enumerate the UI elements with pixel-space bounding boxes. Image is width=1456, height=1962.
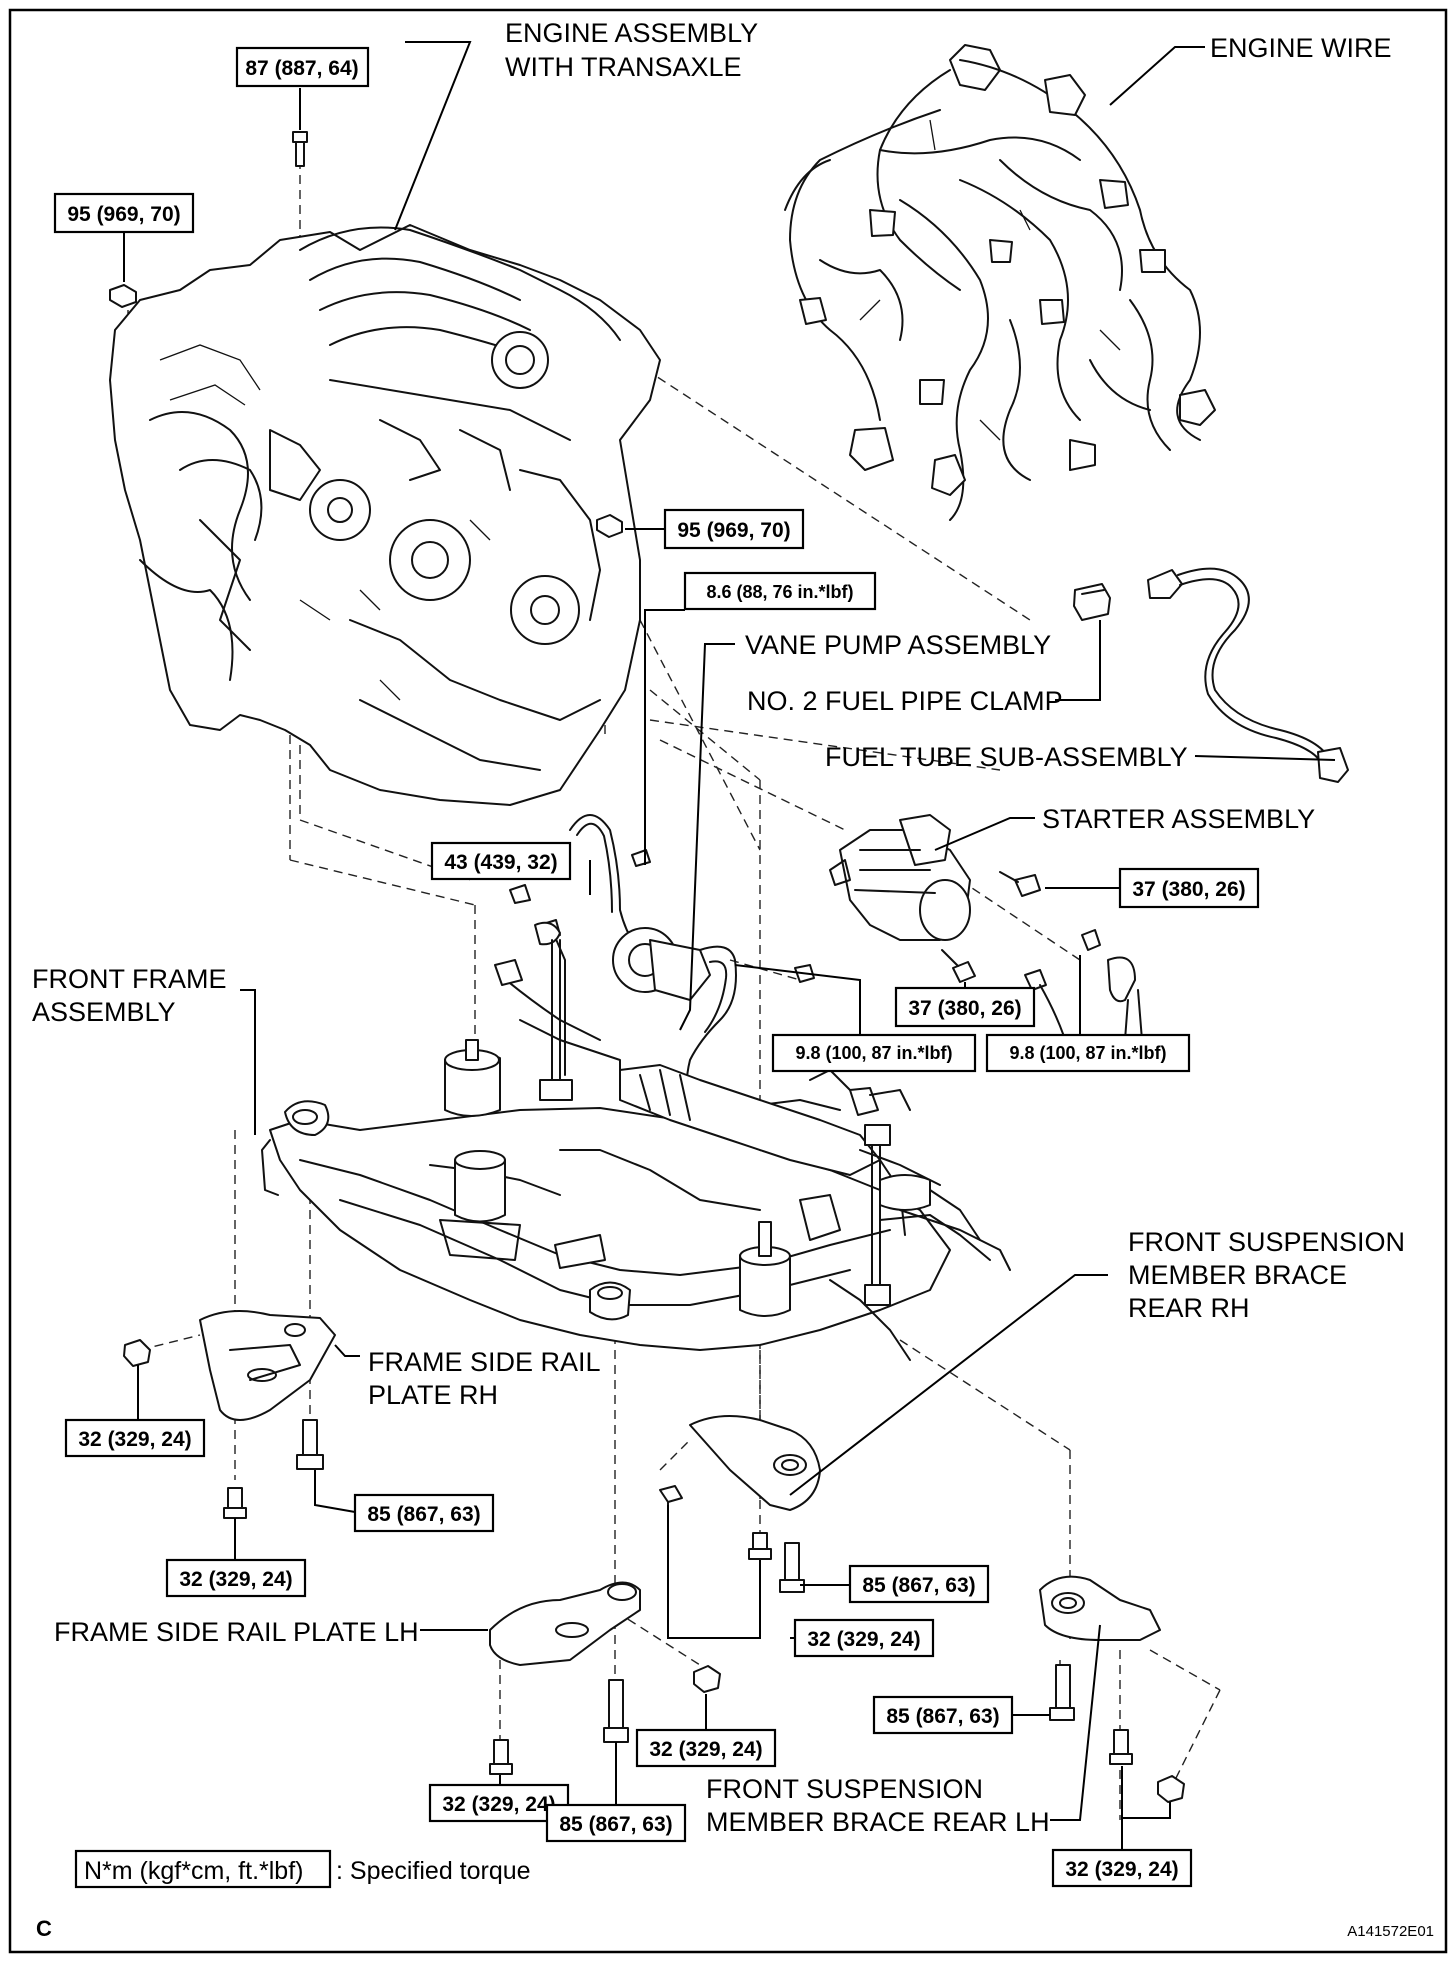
diagram-border bbox=[8, 8, 1448, 1954]
engine-mount-nut bbox=[109, 284, 137, 308]
svg-text:32 (329, 24): 32 (329, 24) bbox=[649, 1738, 762, 1761]
torque-box-brace-rh-small: 32 (329, 24) bbox=[793, 1618, 935, 1658]
vane-pump-drawing bbox=[569, 814, 737, 1131]
torque-box-vane-bolt: 8.6 (88, 76 in.*lbf) bbox=[683, 571, 877, 611]
svg-text:9.8 (100, 87 in.*lbf): 9.8 (100, 87 in.*lbf) bbox=[1009, 1043, 1166, 1063]
stabilizer-link-left bbox=[534, 921, 573, 1101]
engine-assembly-drawing bbox=[109, 224, 661, 806]
fuel-tube-drawing bbox=[1147, 567, 1349, 783]
steering-rack-drawing bbox=[519, 1019, 941, 1236]
svg-text:85 (867, 63): 85 (867, 63) bbox=[886, 1705, 999, 1728]
torque-box-transaxle-nut: 95 (969, 70) bbox=[663, 508, 805, 550]
engine-mount-left bbox=[444, 1039, 501, 1117]
label-vane-pump: VANE PUMP ASSEMBLY bbox=[745, 630, 1051, 660]
tie-rod-left bbox=[494, 959, 601, 1041]
starter-assembly-drawing bbox=[829, 814, 971, 941]
svg-text:32 (329, 24): 32 (329, 24) bbox=[78, 1428, 191, 1451]
torque-box-starter-upper: 37 (380, 26) bbox=[1118, 867, 1260, 909]
torque-box-98-b: 9.8 (100, 87 in.*lbf) bbox=[985, 1033, 1191, 1073]
torque-box-rh-nut: 32 (329, 24) bbox=[64, 1418, 206, 1458]
torque-legend: N*m (kgf*cm, ft.*lbf) : Specified torque bbox=[74, 1849, 531, 1889]
brace-rear-rh-drawing bbox=[689, 1415, 821, 1511]
label-engine-wire: ENGINE WIRE bbox=[1210, 33, 1392, 63]
tie-rod-right bbox=[879, 1174, 1011, 1271]
engine-mount-right bbox=[739, 1221, 791, 1317]
brace-rear-lh-drawing bbox=[1039, 1575, 1161, 1641]
brace-rh-hardware bbox=[659, 1485, 805, 1593]
svg-text:37 (380, 26): 37 (380, 26) bbox=[1132, 878, 1245, 901]
label-fuel-tube: FUEL TUBE SUB-ASSEMBLY bbox=[825, 742, 1188, 772]
figure-code: A141572E01 bbox=[1347, 1923, 1434, 1940]
label-brace-rh-2: MEMBER BRACE bbox=[1128, 1260, 1347, 1290]
torque-specs: 87 (887, 64) 95 (969, 70) 95 (969, 70) 8… bbox=[53, 46, 1260, 1888]
svg-text:8.6 (88, 76 in.*lbf): 8.6 (88, 76 in.*lbf) bbox=[706, 582, 853, 602]
engine-mount-center bbox=[439, 1150, 521, 1261]
starter-wire bbox=[1024, 929, 1143, 1056]
torque-box-rh-bolt-small: 32 (329, 24) bbox=[165, 1558, 307, 1598]
stabilizer-link-right bbox=[864, 1124, 891, 1306]
legend-unit-box: N*m (kgf*cm, ft.*lbf) bbox=[84, 1857, 303, 1885]
brace-lh-hardware bbox=[1049, 1664, 1185, 1803]
transaxle-nut bbox=[596, 514, 623, 538]
frame-side-rail-plate-rh-drawing bbox=[199, 1310, 336, 1421]
torque-box-starter-lower: 37 (380, 26) bbox=[894, 986, 1036, 1028]
label-brace-rh-1: FRONT SUSPENSION bbox=[1128, 1227, 1405, 1257]
label-frame-rail-rh-1: FRAME SIDE RAIL bbox=[368, 1347, 601, 1377]
label-engine-assembly-1: ENGINE ASSEMBLY bbox=[505, 18, 758, 48]
label-brace-lh-1: FRONT SUSPENSION bbox=[706, 1774, 983, 1804]
torque-box-43: 43 (439, 32) bbox=[430, 841, 572, 881]
frame-rh-hardware bbox=[123, 1339, 324, 1519]
svg-text:87 (887, 64): 87 (887, 64) bbox=[245, 57, 358, 80]
svg-text:37 (380, 26): 37 (380, 26) bbox=[908, 997, 1021, 1020]
torque-box-lh-nut: 32 (329, 24) bbox=[635, 1728, 777, 1768]
svg-text:32 (329, 24): 32 (329, 24) bbox=[442, 1793, 555, 1816]
torque-box-rh-bolt: 85 (867, 63) bbox=[353, 1493, 495, 1533]
part-labels: ENGINE ASSEMBLY WITH TRANSAXLE ENGINE WI… bbox=[32, 18, 1405, 1837]
torque-box-brace-rh-bolt: 85 (867, 63) bbox=[848, 1564, 990, 1604]
label-frame-rail-lh: FRAME SIDE RAIL PLATE LH bbox=[54, 1617, 419, 1647]
torque-box-98-a: 9.8 (100, 87 in.*lbf) bbox=[771, 1033, 977, 1073]
svg-text:9.8 (100, 87 in.*lbf): 9.8 (100, 87 in.*lbf) bbox=[795, 1043, 952, 1063]
label-fuel-pipe-clamp: NO. 2 FUEL PIPE CLAMP bbox=[747, 686, 1063, 716]
label-front-frame-2: ASSEMBLY bbox=[32, 997, 176, 1027]
svg-text:32 (329, 24): 32 (329, 24) bbox=[807, 1628, 920, 1651]
svg-text:32 (329, 24): 32 (329, 24) bbox=[179, 1568, 292, 1591]
torque-box-engine-nut: 95 (969, 70) bbox=[53, 192, 195, 234]
legend-unit-text: : Specified torque bbox=[336, 1857, 531, 1885]
torque-box-lh-small: 32 (329, 24) bbox=[428, 1783, 570, 1823]
frame-side-rail-plate-lh-drawing bbox=[489, 1581, 641, 1666]
svg-text:85 (867, 63): 85 (867, 63) bbox=[367, 1503, 480, 1526]
torque-box-brace-lh-small: 32 (329, 24) bbox=[1051, 1848, 1193, 1888]
engine-wire-drawing bbox=[784, 44, 1216, 521]
label-engine-assembly-2: WITH TRANSAXLE bbox=[505, 52, 742, 82]
corner-letter: C bbox=[36, 1916, 52, 1941]
frame-lh-hardware bbox=[489, 1665, 721, 1775]
label-starter: STARTER ASSEMBLY bbox=[1042, 804, 1315, 834]
svg-text:43 (439, 32): 43 (439, 32) bbox=[444, 851, 557, 874]
torque-box-brace-lh-bolt: 85 (867, 63) bbox=[872, 1695, 1014, 1735]
label-brace-lh-2: MEMBER BRACE REAR LH bbox=[706, 1807, 1050, 1837]
label-brace-rh-3: REAR RH bbox=[1128, 1293, 1250, 1323]
fuel-pipe-clamp-drawing bbox=[1073, 583, 1111, 621]
svg-text:95 (969, 70): 95 (969, 70) bbox=[67, 203, 180, 226]
svg-text:32 (329, 24): 32 (329, 24) bbox=[1065, 1858, 1178, 1881]
label-front-frame-1: FRONT FRAME bbox=[32, 964, 227, 994]
leader-lines bbox=[123, 41, 1336, 1850]
torque-box-lh-bolt: 85 (867, 63) bbox=[545, 1803, 687, 1843]
svg-text:95 (969, 70): 95 (969, 70) bbox=[677, 519, 790, 542]
starter-bolts bbox=[941, 871, 1041, 983]
label-frame-rail-rh-2: PLATE RH bbox=[368, 1380, 498, 1410]
svg-text:85 (867, 63): 85 (867, 63) bbox=[862, 1574, 975, 1597]
svg-text:85 (867, 63): 85 (867, 63) bbox=[559, 1813, 672, 1836]
engine-mount-bolt bbox=[292, 131, 308, 167]
torque-box-top-bolt: 87 (887, 64) bbox=[235, 46, 370, 88]
